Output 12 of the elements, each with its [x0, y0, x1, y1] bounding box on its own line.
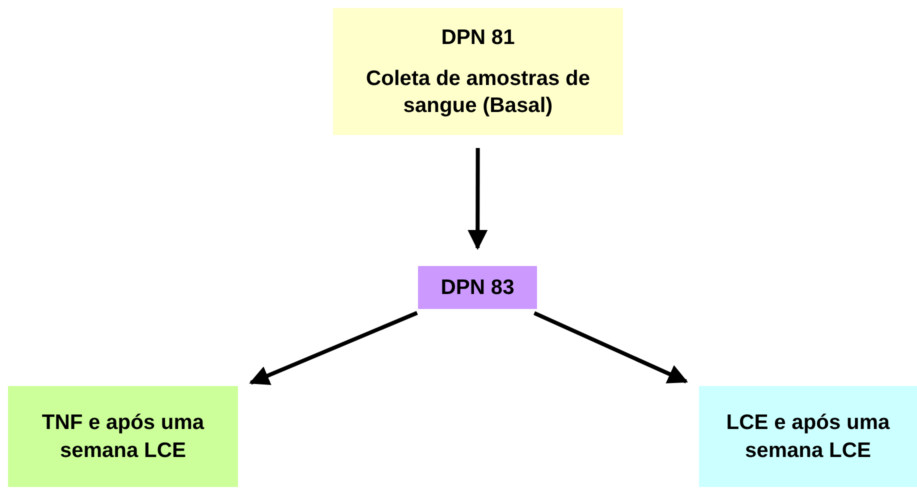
- box-heading: DPN 81: [441, 24, 515, 51]
- process-box: [699, 386, 917, 487]
- process-box: [8, 386, 238, 487]
- box-text: TNF e após uma semana LCE: [40, 410, 206, 464]
- arrow: [249, 311, 418, 385]
- arrow: [533, 311, 688, 384]
- box-text: LCE e após uma semana LCE: [725, 410, 891, 464]
- arrow: [468, 148, 488, 250]
- box-text: DPN 83: [440, 274, 514, 301]
- process-box: [333, 8, 623, 135]
- box-text: Coleta de amostras de sangue (Basal): [364, 66, 592, 120]
- process-box: [418, 266, 537, 309]
